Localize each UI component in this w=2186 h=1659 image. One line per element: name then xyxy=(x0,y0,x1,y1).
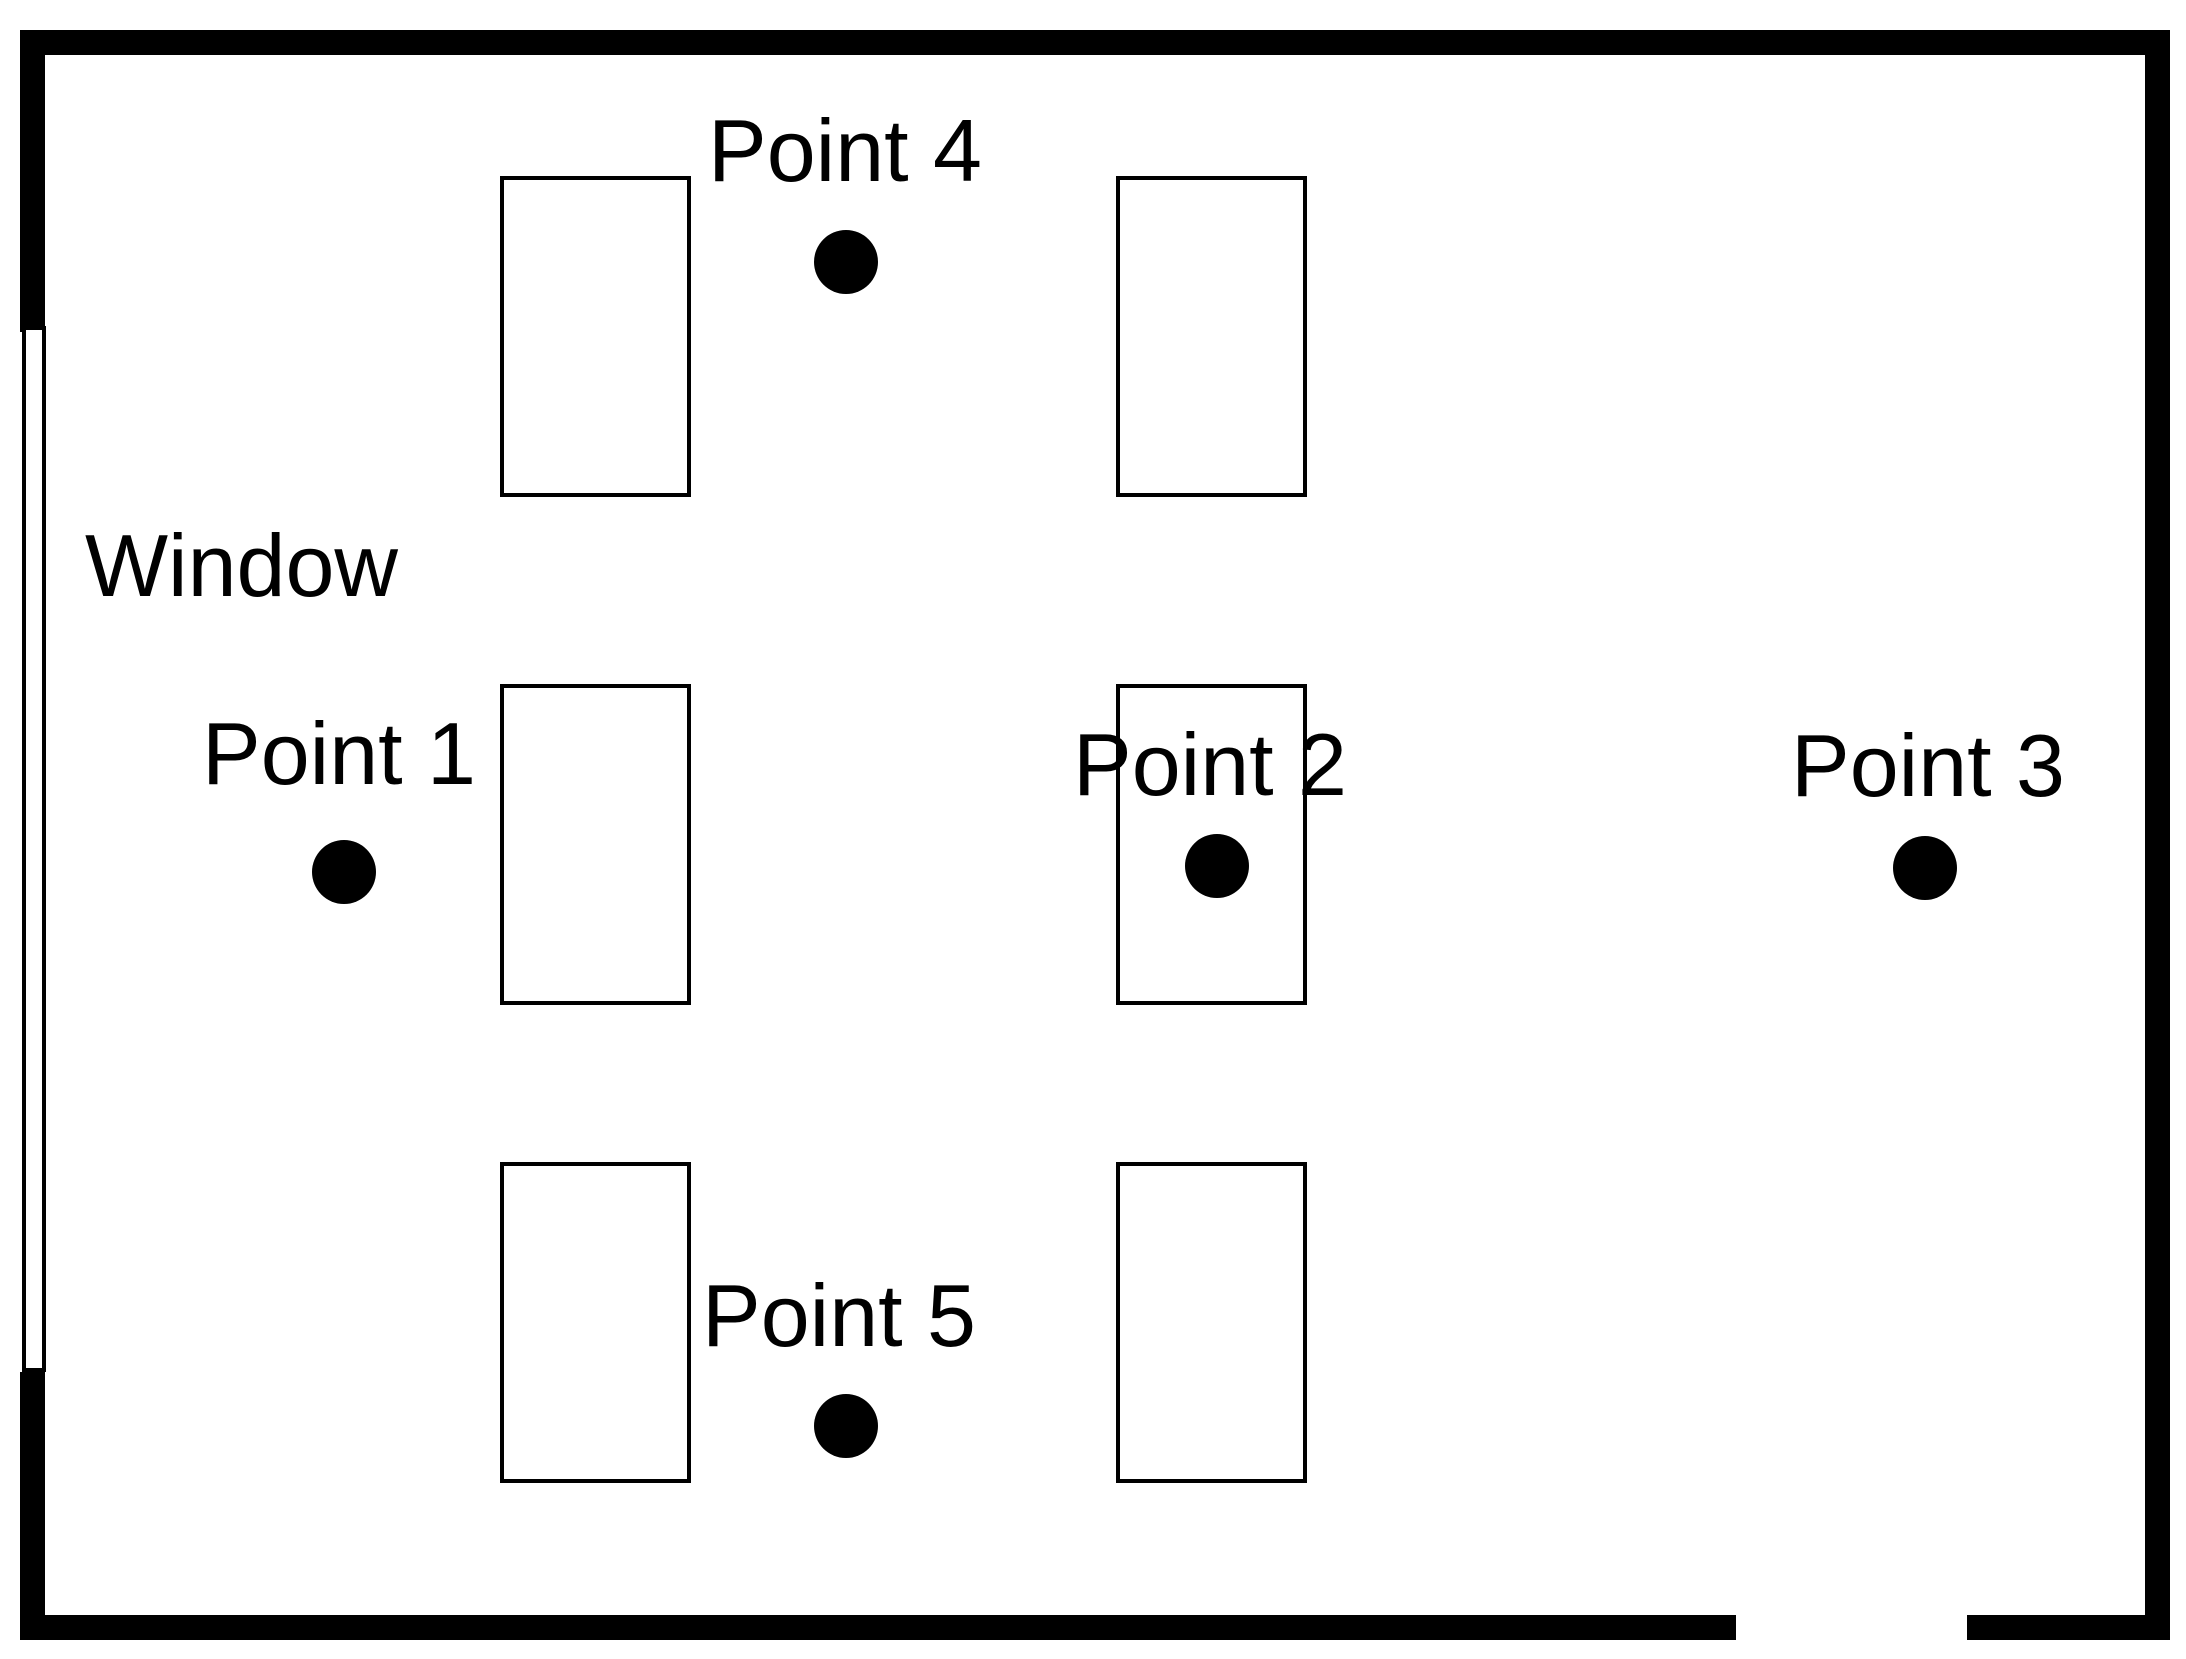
point-5-label: Point 5 xyxy=(702,1266,976,1365)
point-2-marker xyxy=(1185,834,1249,898)
bottom-wall-right xyxy=(1967,1615,2170,1640)
point-3-marker xyxy=(1893,836,1957,900)
point-1-label: Point 1 xyxy=(202,704,476,803)
point-4-label: Point 4 xyxy=(708,101,982,200)
desk-middle-left xyxy=(500,684,691,1005)
left-wall-lower xyxy=(20,1372,45,1640)
point-5-marker xyxy=(814,1394,878,1458)
desk-top-left xyxy=(500,176,691,497)
top-wall xyxy=(20,30,2169,55)
point-4-marker xyxy=(814,230,878,294)
point-1-marker xyxy=(312,840,376,904)
bottom-wall-left xyxy=(20,1615,1736,1640)
desk-bottom-right xyxy=(1116,1162,1307,1483)
point-markers xyxy=(312,230,1957,1458)
desk-top-right xyxy=(1116,176,1307,497)
point-3-label: Point 3 xyxy=(1791,716,2065,815)
window-label: Window xyxy=(85,516,398,615)
room-walls xyxy=(20,30,2170,1640)
left-wall-upper xyxy=(20,30,45,332)
window xyxy=(22,326,46,1372)
desk-bottom-left xyxy=(500,1162,691,1483)
right-wall xyxy=(2145,30,2170,1640)
desk-middle-right xyxy=(1116,684,1307,1005)
desks xyxy=(500,176,1307,1483)
point-2-label: Point 2 xyxy=(1073,715,1347,814)
